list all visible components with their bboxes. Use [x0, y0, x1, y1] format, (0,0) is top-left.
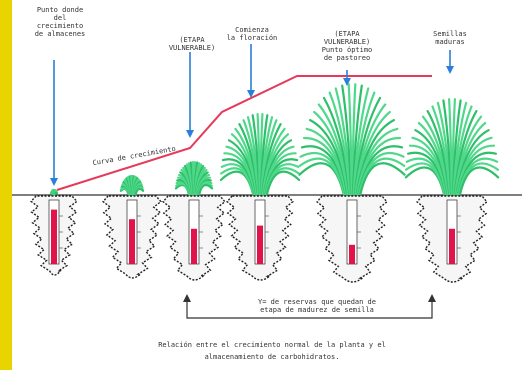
label-mature-seeds: Semillas maduras — [422, 30, 478, 46]
grass-tuft-5 — [300, 84, 405, 194]
label-vulnerable-stage-1: (ETAPA VULNERABLE) — [162, 36, 222, 52]
grass-tuft-4 — [221, 114, 299, 194]
grass-tuft-1 — [51, 190, 57, 194]
caption-line-2: almacenamiento de carbohidratos. — [92, 352, 452, 363]
label-flowering: Comienza la floración — [222, 26, 282, 42]
grass-tuft-2 — [121, 176, 143, 194]
arrow-2 — [186, 52, 194, 138]
diagram-panel: Punto donde del crecimiento de almacenes… — [12, 0, 522, 370]
reserves-label: Y= de reservas que quedan de etapa de ma… — [237, 298, 397, 314]
label-vulnerable-stage-2: (ETAPA VULNERABLE) Punto óptimo de pasto… — [315, 30, 379, 62]
arrow-3 — [247, 44, 255, 98]
accent-bar — [0, 0, 12, 370]
grass-tuft-6 — [406, 99, 498, 194]
plant-growth-diagram — [12, 0, 522, 370]
arrow-4 — [343, 70, 351, 86]
grass-tuft-3 — [176, 162, 212, 194]
caption-line-1: Relación entre el crecimiento normal de … — [92, 340, 452, 351]
arrow-1 — [50, 60, 58, 186]
label-storage-point: Punto donde del crecimiento de almacenes — [30, 6, 90, 38]
arrow-5 — [446, 50, 454, 74]
grass-group — [51, 84, 498, 194]
